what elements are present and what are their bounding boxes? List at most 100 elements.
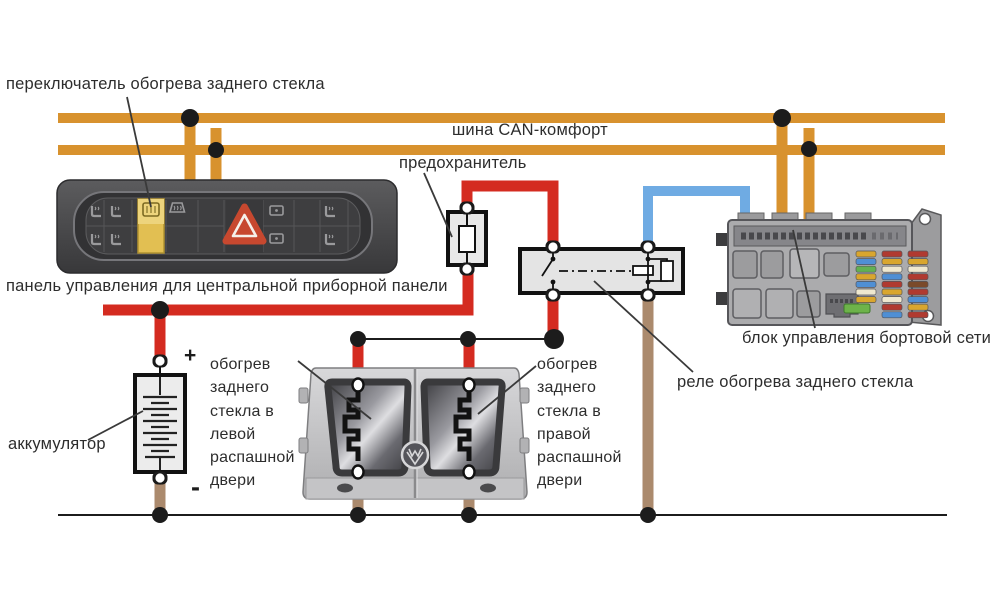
body-control-module-image [716,208,942,326]
left-door-label-line: распашной [210,449,295,467]
ground-node [350,507,366,523]
heater-terminal [351,377,476,480]
ground-node [152,507,168,523]
can-node [181,109,199,127]
left-door-label-line: обогрев [210,356,271,373]
ground-node [640,507,656,523]
bcm-fuse-0-4 [855,281,877,288]
bcm-fuse-2-8 [907,311,929,319]
relay-control-wire [643,186,750,249]
battery-label: аккумулятор [8,435,106,453]
door-handle [337,483,353,493]
relay-coil [660,260,674,282]
rear-defrost-switch[interactable] [137,198,165,254]
can-node [208,142,224,158]
battery-plus-sign: + [184,344,197,367]
can-node [773,109,791,127]
bcm-fuse-1-7 [881,303,903,311]
pointer-lines [87,96,816,441]
right-door-pointer [477,365,537,415]
battery-symbol [133,353,187,486]
bcm-relay [732,248,850,319]
fuse-to-relay-wire [461,180,559,249]
bcm-fuse-grid [855,250,929,319]
bcm-fuse-0-6 [855,296,877,303]
fuse-pointer [423,172,453,238]
bcm-fuse-2-3 [907,273,929,281]
battery-negative-terminal [151,470,169,486]
bcm-fuse-0-1 [855,258,877,265]
switch-label: переключатель обогрева заднего стекла [6,75,325,93]
left-door-label: обогрев заднего стекла в левой распашной… [210,353,295,493]
bcm-fuse-2-0 [907,250,929,258]
bcm-fuse-0-3 [855,273,877,281]
relay-terminal [639,239,657,255]
bcm-pointer [792,229,816,329]
door-handle [480,483,496,493]
bcm-wide-fuse [843,303,871,314]
battery-minus-sign: - [191,472,200,502]
hazard-warning-button[interactable] [222,200,267,253]
can-bus [58,109,945,221]
can-bus-label: шина CAN-комфорт [452,121,608,139]
switch-pointer [126,96,152,208]
left-door-window [324,378,412,477]
ground-node [461,507,477,523]
bcm-fuse-1-0 [881,250,903,258]
control-panel-image [56,179,398,274]
fuse-top-terminal [458,200,476,216]
bcm-fuse-2-7 [907,303,929,311]
bcm-fuse-1-6 [881,296,903,303]
right-heater-element [453,387,472,461]
bcm-fuse-1-5 [881,288,903,296]
fuse-label: предохранитель [399,154,527,172]
bcm-top-connector-strip [733,225,907,247]
bcm-fuse-1-8 [881,311,903,319]
bcm-fuse-2-1 [907,258,929,265]
right-door-label-line: обогрев [537,356,598,373]
power-node [460,331,476,347]
panel-label: панель управления для центральной прибор… [6,277,448,295]
left-door-pointer [297,360,372,420]
bcm-fuse-0-5 [855,288,877,296]
relay-terminal [639,287,657,303]
relay-label: реле обогрева заднего стекла [677,373,914,391]
power-node [544,329,564,349]
battery-to-fuse-wire [103,268,474,316]
right-door-label-line: двери [537,472,583,490]
bcm-label: блок управления бортовой сети [742,329,992,347]
bcm-fuse-0-0 [855,250,877,258]
right-door-label-line: заднего [537,379,597,397]
bcm-fuse-1-3 [881,273,903,281]
bcm-fuse-2-4 [907,281,929,288]
van-rear-image [298,367,530,500]
door-hinge [298,387,530,454]
bcm-fuse-2-5 [907,288,929,296]
battery-positive-terminal [151,353,169,369]
battery-pointer [87,410,144,441]
vw-logo [400,440,430,470]
power-node [151,301,169,319]
left-door-label-line: заднего [210,379,270,397]
fuse-symbol [446,200,488,277]
bcm-fuse-2-6 [907,296,929,303]
bcm-fuse-2-2 [907,265,929,273]
relay-symbol [518,239,685,303]
relay-pointer [593,280,694,373]
bcm-fuse-1-4 [881,281,903,288]
left-door-label-line: стекла в [210,402,275,420]
bcm-fuse-1-1 [881,258,903,265]
right-door-label-line: правой [537,425,591,443]
bcm-fuse-1-2 [881,265,903,273]
left-door-label-line: двери [210,472,256,490]
left-door-label-line: левой [210,425,256,443]
relay-terminal [544,239,562,255]
power-node [350,331,366,347]
relay-terminal [544,287,562,303]
can-node [801,141,817,157]
right-door-window [420,378,506,477]
right-door-label-line: распашной [537,449,622,467]
right-door-label: обогрев заднего стекла в правой распашно… [537,353,622,493]
